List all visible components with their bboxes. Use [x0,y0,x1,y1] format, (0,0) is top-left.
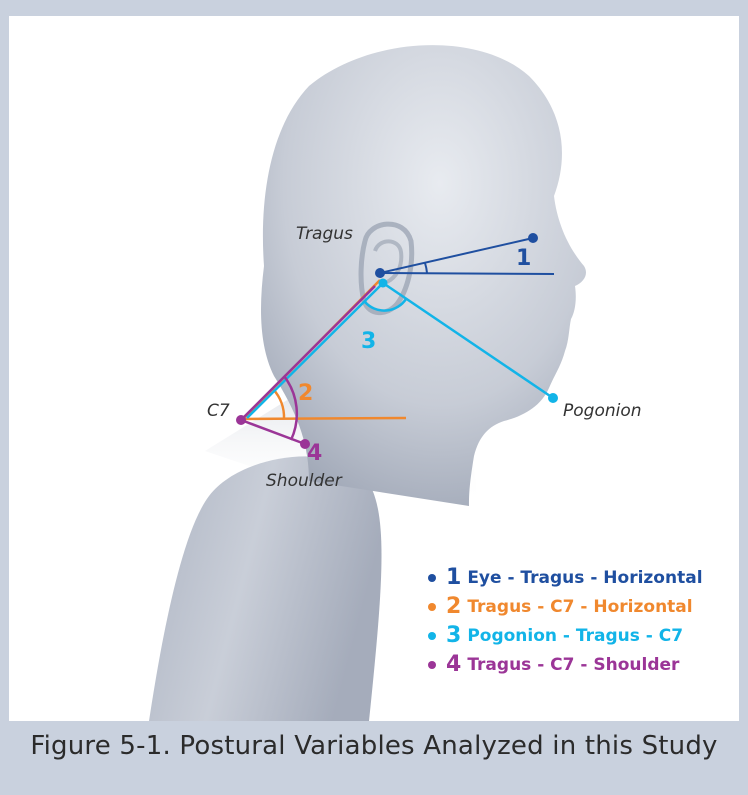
c7-point [236,415,246,425]
legend-item-4: 4 Tragus - C7 - Shoulder [428,650,703,679]
legend-dot-icon [428,632,436,640]
legend-item-2: 2 Tragus - C7 - Horizontal [428,592,703,621]
legend-number: 4 [446,652,461,677]
legend-dot-icon [428,603,436,611]
legend-dot-icon [428,574,436,582]
legend: 1 Eye - Tragus - Horizontal 2 Tragus - C… [428,563,703,679]
legend-text: Tragus - C7 - Horizontal [467,597,692,617]
head-silhouette [261,45,586,506]
tragus-label: Tragus [296,224,353,244]
legend-text: Tragus - C7 - Shoulder [467,655,679,675]
legend-text: Eye - Tragus - Horizontal [467,568,702,588]
legend-text: Pogonion - Tragus - C7 [467,626,683,646]
legend-number: 3 [446,623,461,648]
angle-3-number: 3 [361,329,376,354]
legend-number: 1 [446,565,461,590]
eye-point [528,233,538,243]
shoulder-silhouette [149,456,382,721]
legend-item-1: 1 Eye - Tragus - Horizontal [428,563,703,592]
pogonion-label: Pogonion [563,401,642,421]
legend-item-3: 3 Pogonion - Tragus - C7 [428,621,703,650]
figure-caption: Figure 5-1. Postural Variables Analyzed … [0,731,748,761]
angle-2-number: 2 [298,381,313,406]
c7-label: C7 [207,401,230,421]
legend-number: 2 [446,594,461,619]
legend-dot-icon [428,661,436,669]
shoulder-label: Shoulder [266,471,342,491]
angle-4-number: 4 [307,441,322,466]
tragus-point [375,268,385,278]
pogonion-point [548,393,558,403]
angle-1-number: 1 [516,246,531,271]
tragus-cyan-point [379,279,388,288]
